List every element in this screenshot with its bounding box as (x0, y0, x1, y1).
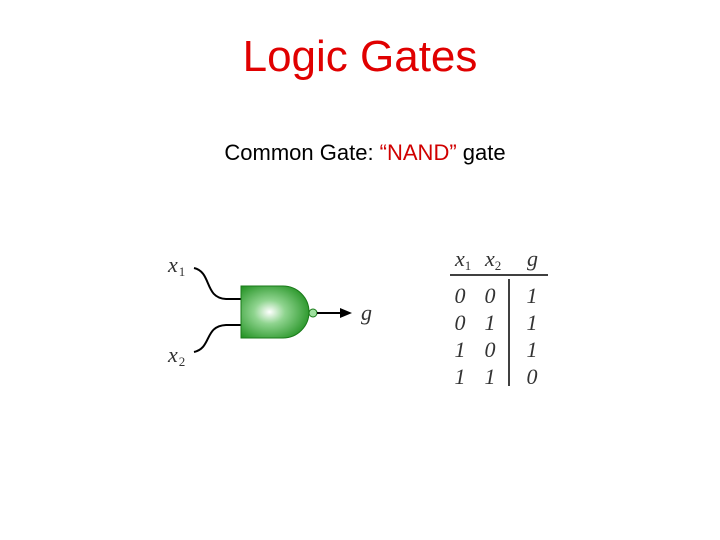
input1-label: x1 (168, 252, 186, 279)
table-cell: 1 (454, 364, 466, 389)
slide-subtitle: Common Gate: “NAND” gate (0, 140, 720, 166)
table-cell: 0 (484, 337, 496, 362)
table-cell: 1 (454, 337, 466, 362)
subtitle-suffix: gate (456, 140, 506, 165)
table-cell: 1 (484, 364, 496, 389)
input1-wire (193, 267, 243, 300)
table-cell: 1 (526, 283, 538, 308)
table-cell: 1 (526, 337, 538, 362)
and-gate-body (240, 285, 310, 339)
slide-title: Logic Gates (242, 32, 478, 81)
output-arrowhead (340, 308, 352, 318)
subtitle-prefix: Common Gate: (224, 140, 380, 165)
table-header-x1: x1 (455, 246, 472, 273)
table-cell: 0 (484, 283, 496, 308)
table-cell: 0 (454, 310, 466, 335)
table-cell: 1 (526, 310, 538, 335)
input2-wire (193, 324, 243, 353)
table-cell: 0 (454, 283, 466, 308)
subtitle-gate-name: “NAND” (379, 140, 457, 165)
output-label: g (361, 300, 372, 325)
table-cell: 1 (484, 310, 496, 335)
inversion-bubble (308, 308, 318, 318)
input2-label: x2 (168, 342, 186, 369)
table-header-x2: x2 (485, 246, 502, 273)
table-cell: 0 (526, 364, 538, 389)
table-header-g: g (527, 246, 538, 271)
